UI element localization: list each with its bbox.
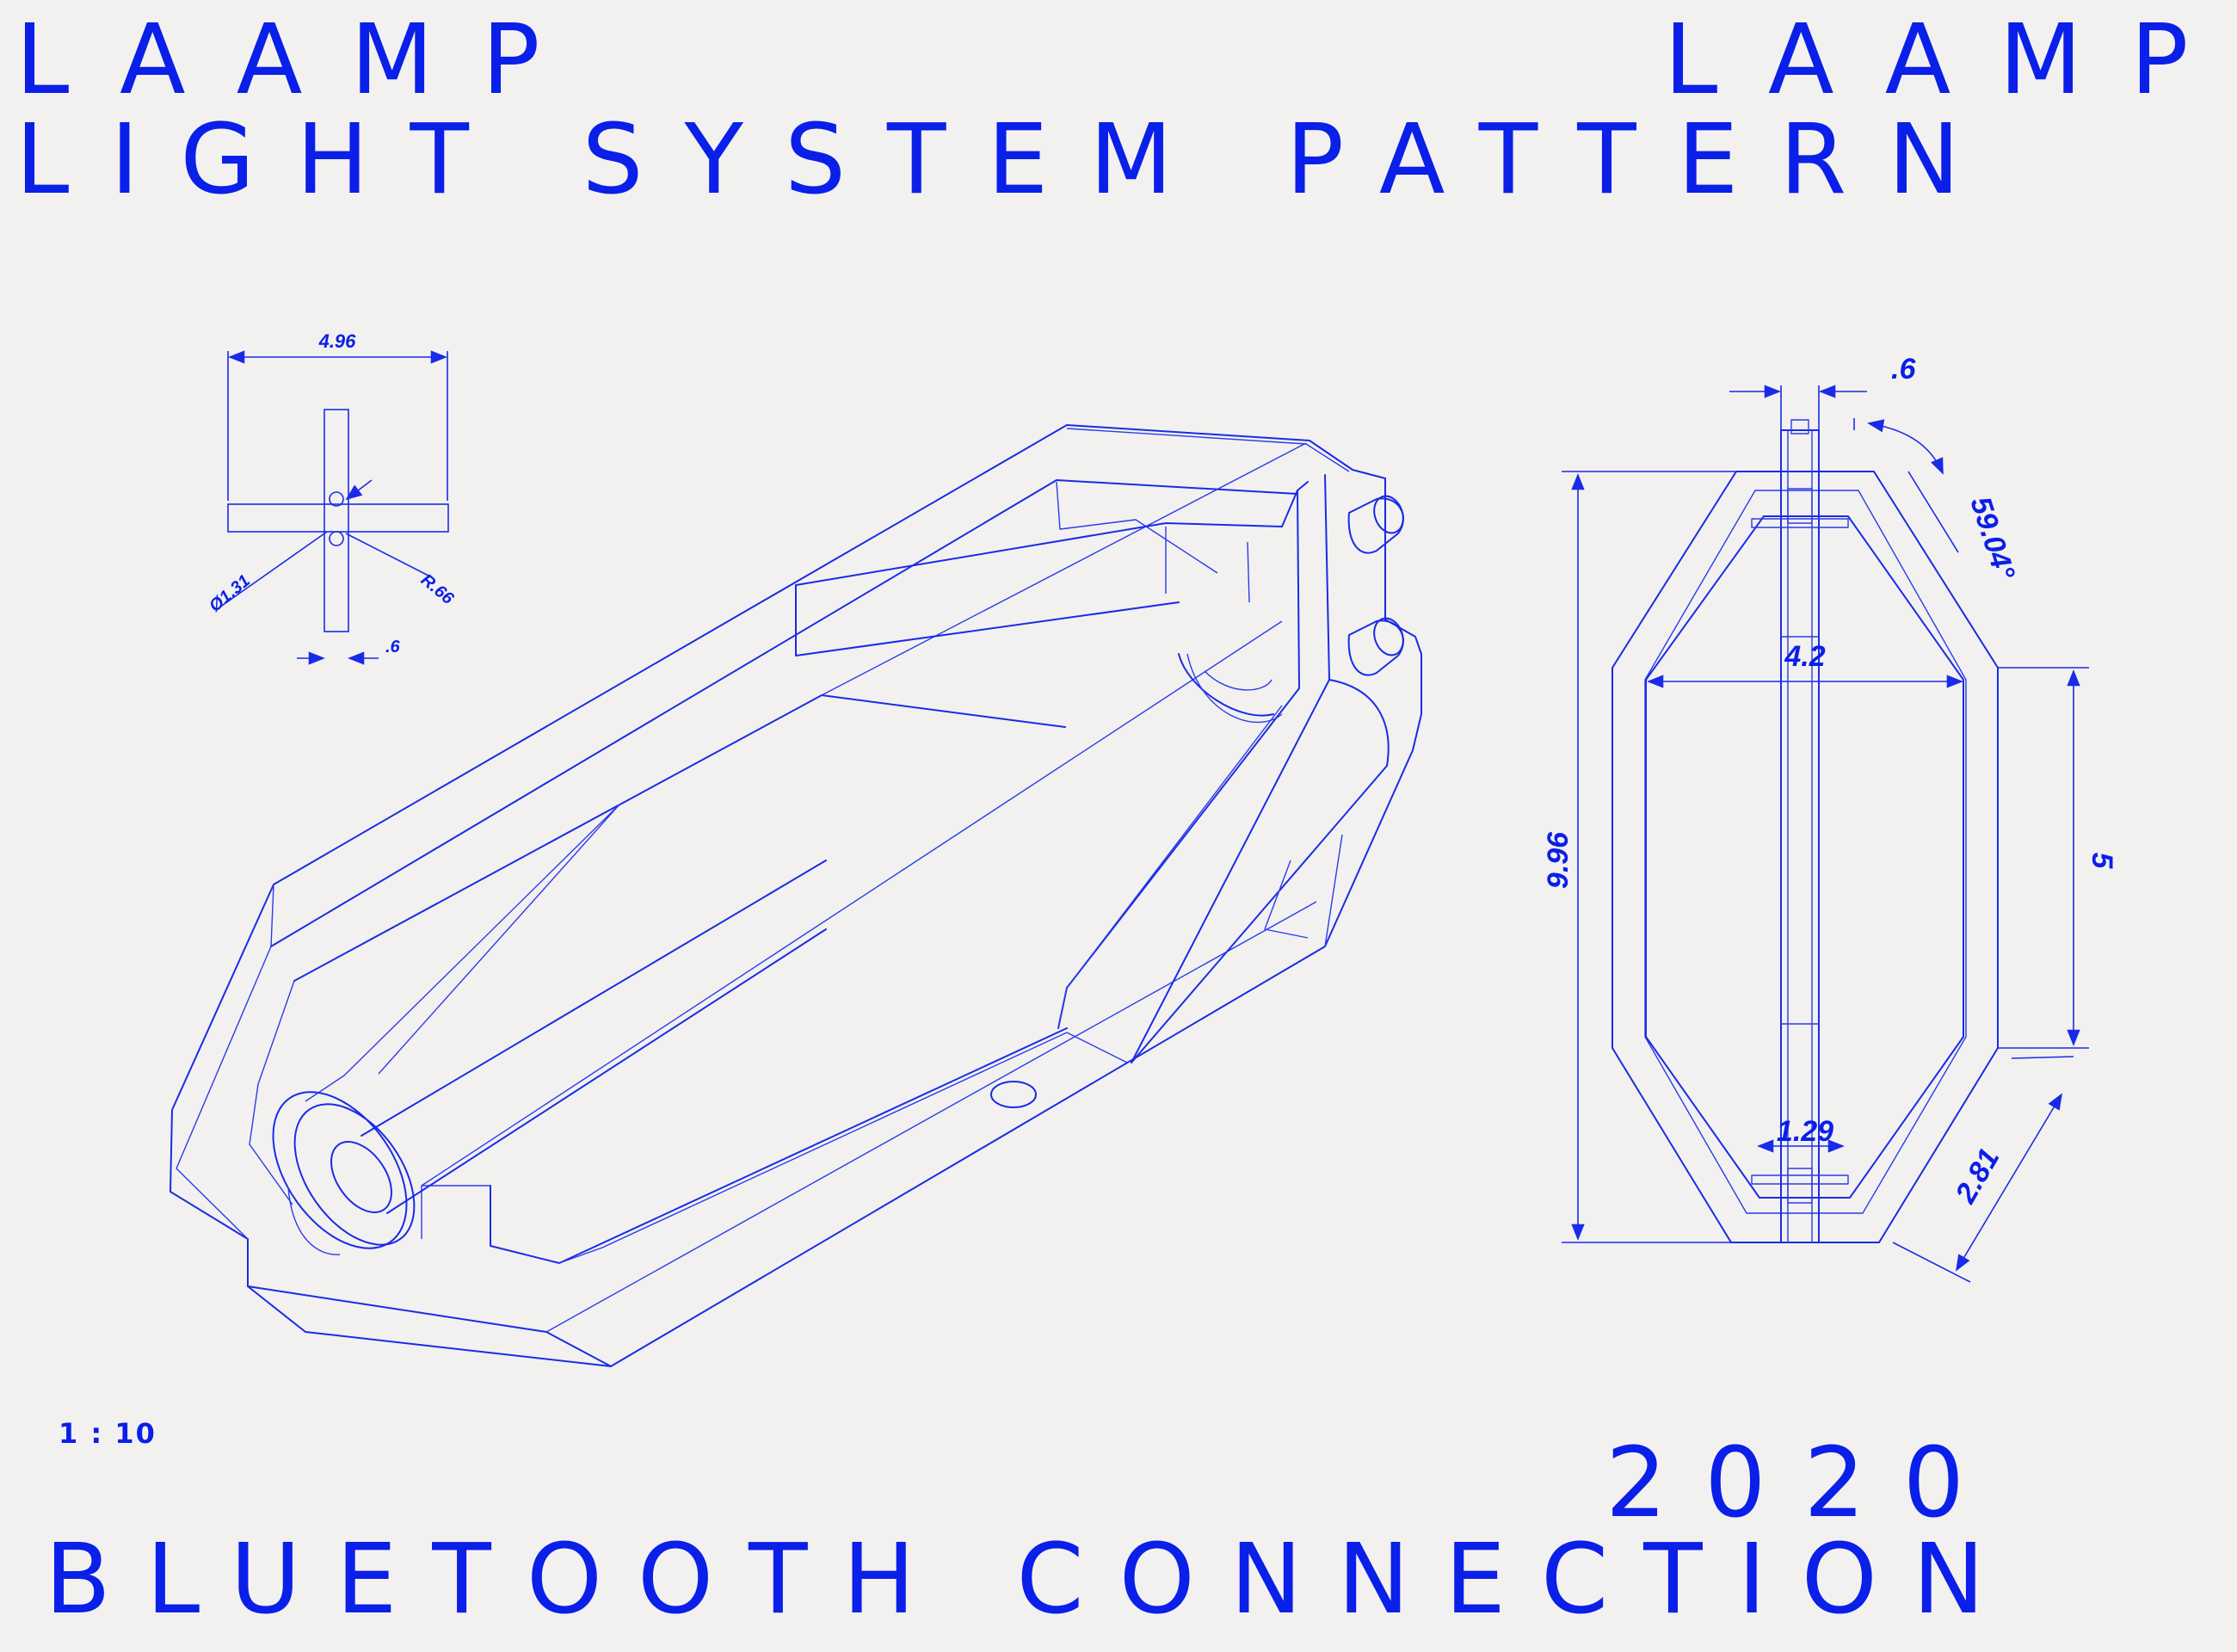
- end-cap-inner: [293, 1103, 416, 1246]
- end-cap-hub: [330, 1141, 392, 1213]
- angle-arc: [1867, 419, 1944, 475]
- window-top-edge: [293, 694, 1066, 982]
- outer-profile: [1612, 471, 1999, 1243]
- handle-curve: [1178, 653, 1274, 717]
- scale-label: 1 : 10: [59, 1417, 157, 1450]
- frame-top-inner-ridge: [270, 479, 1298, 947]
- frame-bottom-outer: [247, 653, 1422, 1367]
- button-hole: [990, 1081, 1037, 1108]
- rod-top-washer: [1751, 518, 1849, 528]
- hole-lower: [329, 531, 344, 546]
- peg-lower: [1347, 617, 1404, 676]
- end-cap-outer: [272, 1091, 408, 1249]
- strap-corner-curve: [1131, 679, 1390, 1063]
- rod-bottom-block: [1787, 1168, 1813, 1204]
- frame-top-edge: [273, 424, 1386, 885]
- deck-inner-edge: [558, 1032, 1068, 1264]
- brand-title-right: LAAMP: [1664, 4, 2237, 116]
- cross-horizontal-bar: [227, 503, 449, 533]
- window-left-curve: [249, 1083, 293, 1205]
- dimension-label-width: 4.2: [1784, 640, 1825, 673]
- frame-right-end: [1384, 478, 1422, 655]
- handle-curve-inner: [1204, 670, 1273, 691]
- dimension-label-height: 9.96: [1542, 831, 1575, 889]
- window-long-edge: [421, 620, 1283, 1187]
- strap-side-edge: [1324, 834, 1343, 947]
- strap-foot: [1066, 1032, 1128, 1063]
- dimension-label-diameter: Ø1.31: [206, 571, 254, 616]
- frame-left-outer: [169, 884, 612, 1367]
- inner-profile: [1645, 515, 1964, 1199]
- extension-line: [2011, 1056, 2074, 1059]
- handle-inner-edge-b: [1247, 541, 1250, 603]
- frame-bottom-edge: [545, 901, 1317, 1333]
- dimension-label-angle: 59.04°: [1963, 493, 2021, 584]
- axle-bottom: [386, 928, 827, 1214]
- dimension-label-width: 4.96: [318, 330, 357, 352]
- window-diagonal-left: [305, 804, 620, 1102]
- rod-bottom-washer: [1751, 1174, 1849, 1185]
- center-rod: [1780, 429, 1820, 1243]
- cross-detail-view: 4.96 Ø1.31 R.66 .6: [206, 330, 458, 665]
- handle-front-face: [795, 584, 1180, 656]
- footer-tagline: BLUETOOTH CONNECTION: [45, 1524, 2020, 1636]
- rod-top-cap: [1790, 419, 1809, 435]
- frame-left-corner: [270, 884, 274, 947]
- strap-side-panel: [1264, 860, 1309, 939]
- end-cap-rim: [287, 1187, 341, 1255]
- dimension-line-chamfer: [1956, 1093, 2062, 1272]
- axle-top: [361, 860, 827, 1137]
- window-diagonal-a: [378, 804, 620, 1075]
- year-label: 2020: [1605, 1427, 2003, 1539]
- handle-top-edge: [795, 481, 1309, 586]
- side-elevation-view: .6 59.04° 9.96 4.2 5 1.29 2.81: [1542, 353, 2118, 1283]
- deck-side: [421, 1185, 490, 1239]
- deck-lower-edge: [490, 1027, 1068, 1264]
- dimension-label-radius: R.66: [417, 570, 458, 609]
- page-subtitle: LIGHT SYSTEM PATTERN: [15, 104, 2001, 216]
- cross-vertical-bar: [324, 409, 349, 632]
- dimension-label-small: .6: [385, 638, 401, 656]
- dimension-label-top: .6: [1891, 353, 1916, 385]
- leader-radius-top: [345, 479, 373, 501]
- dimension-label-chamfer: 2.81: [1949, 1143, 2006, 1209]
- leader-radius: [345, 533, 431, 577]
- rod-top-block: [1787, 488, 1813, 524]
- peg-upper: [1347, 495, 1404, 554]
- strap-front-edge: [1057, 490, 1300, 1029]
- strap-back-edge: [1131, 474, 1330, 1063]
- frame-left-inner: [176, 946, 272, 1240]
- dimension-label-mid: 5: [2086, 853, 2118, 870]
- brand-title-left: LAAMP: [15, 4, 589, 116]
- window-upper-back: [821, 442, 1307, 696]
- dimension-label-rod: 1.29: [1777, 1115, 1833, 1148]
- extension-line: [1892, 1242, 1971, 1283]
- extension-line-angle: [1907, 471, 1959, 553]
- frame-top-edge-inner: [1066, 428, 1350, 472]
- sleeve-end-ellipse: [1186, 653, 1283, 724]
- window-inner-wall: [1056, 481, 1218, 574]
- hole-upper: [329, 491, 344, 507]
- window-top-left: [257, 980, 295, 1085]
- leader-diameter: [219, 531, 328, 608]
- strap-inner: [1057, 705, 1283, 1029]
- isometric-lamp-view: [169, 424, 1422, 1367]
